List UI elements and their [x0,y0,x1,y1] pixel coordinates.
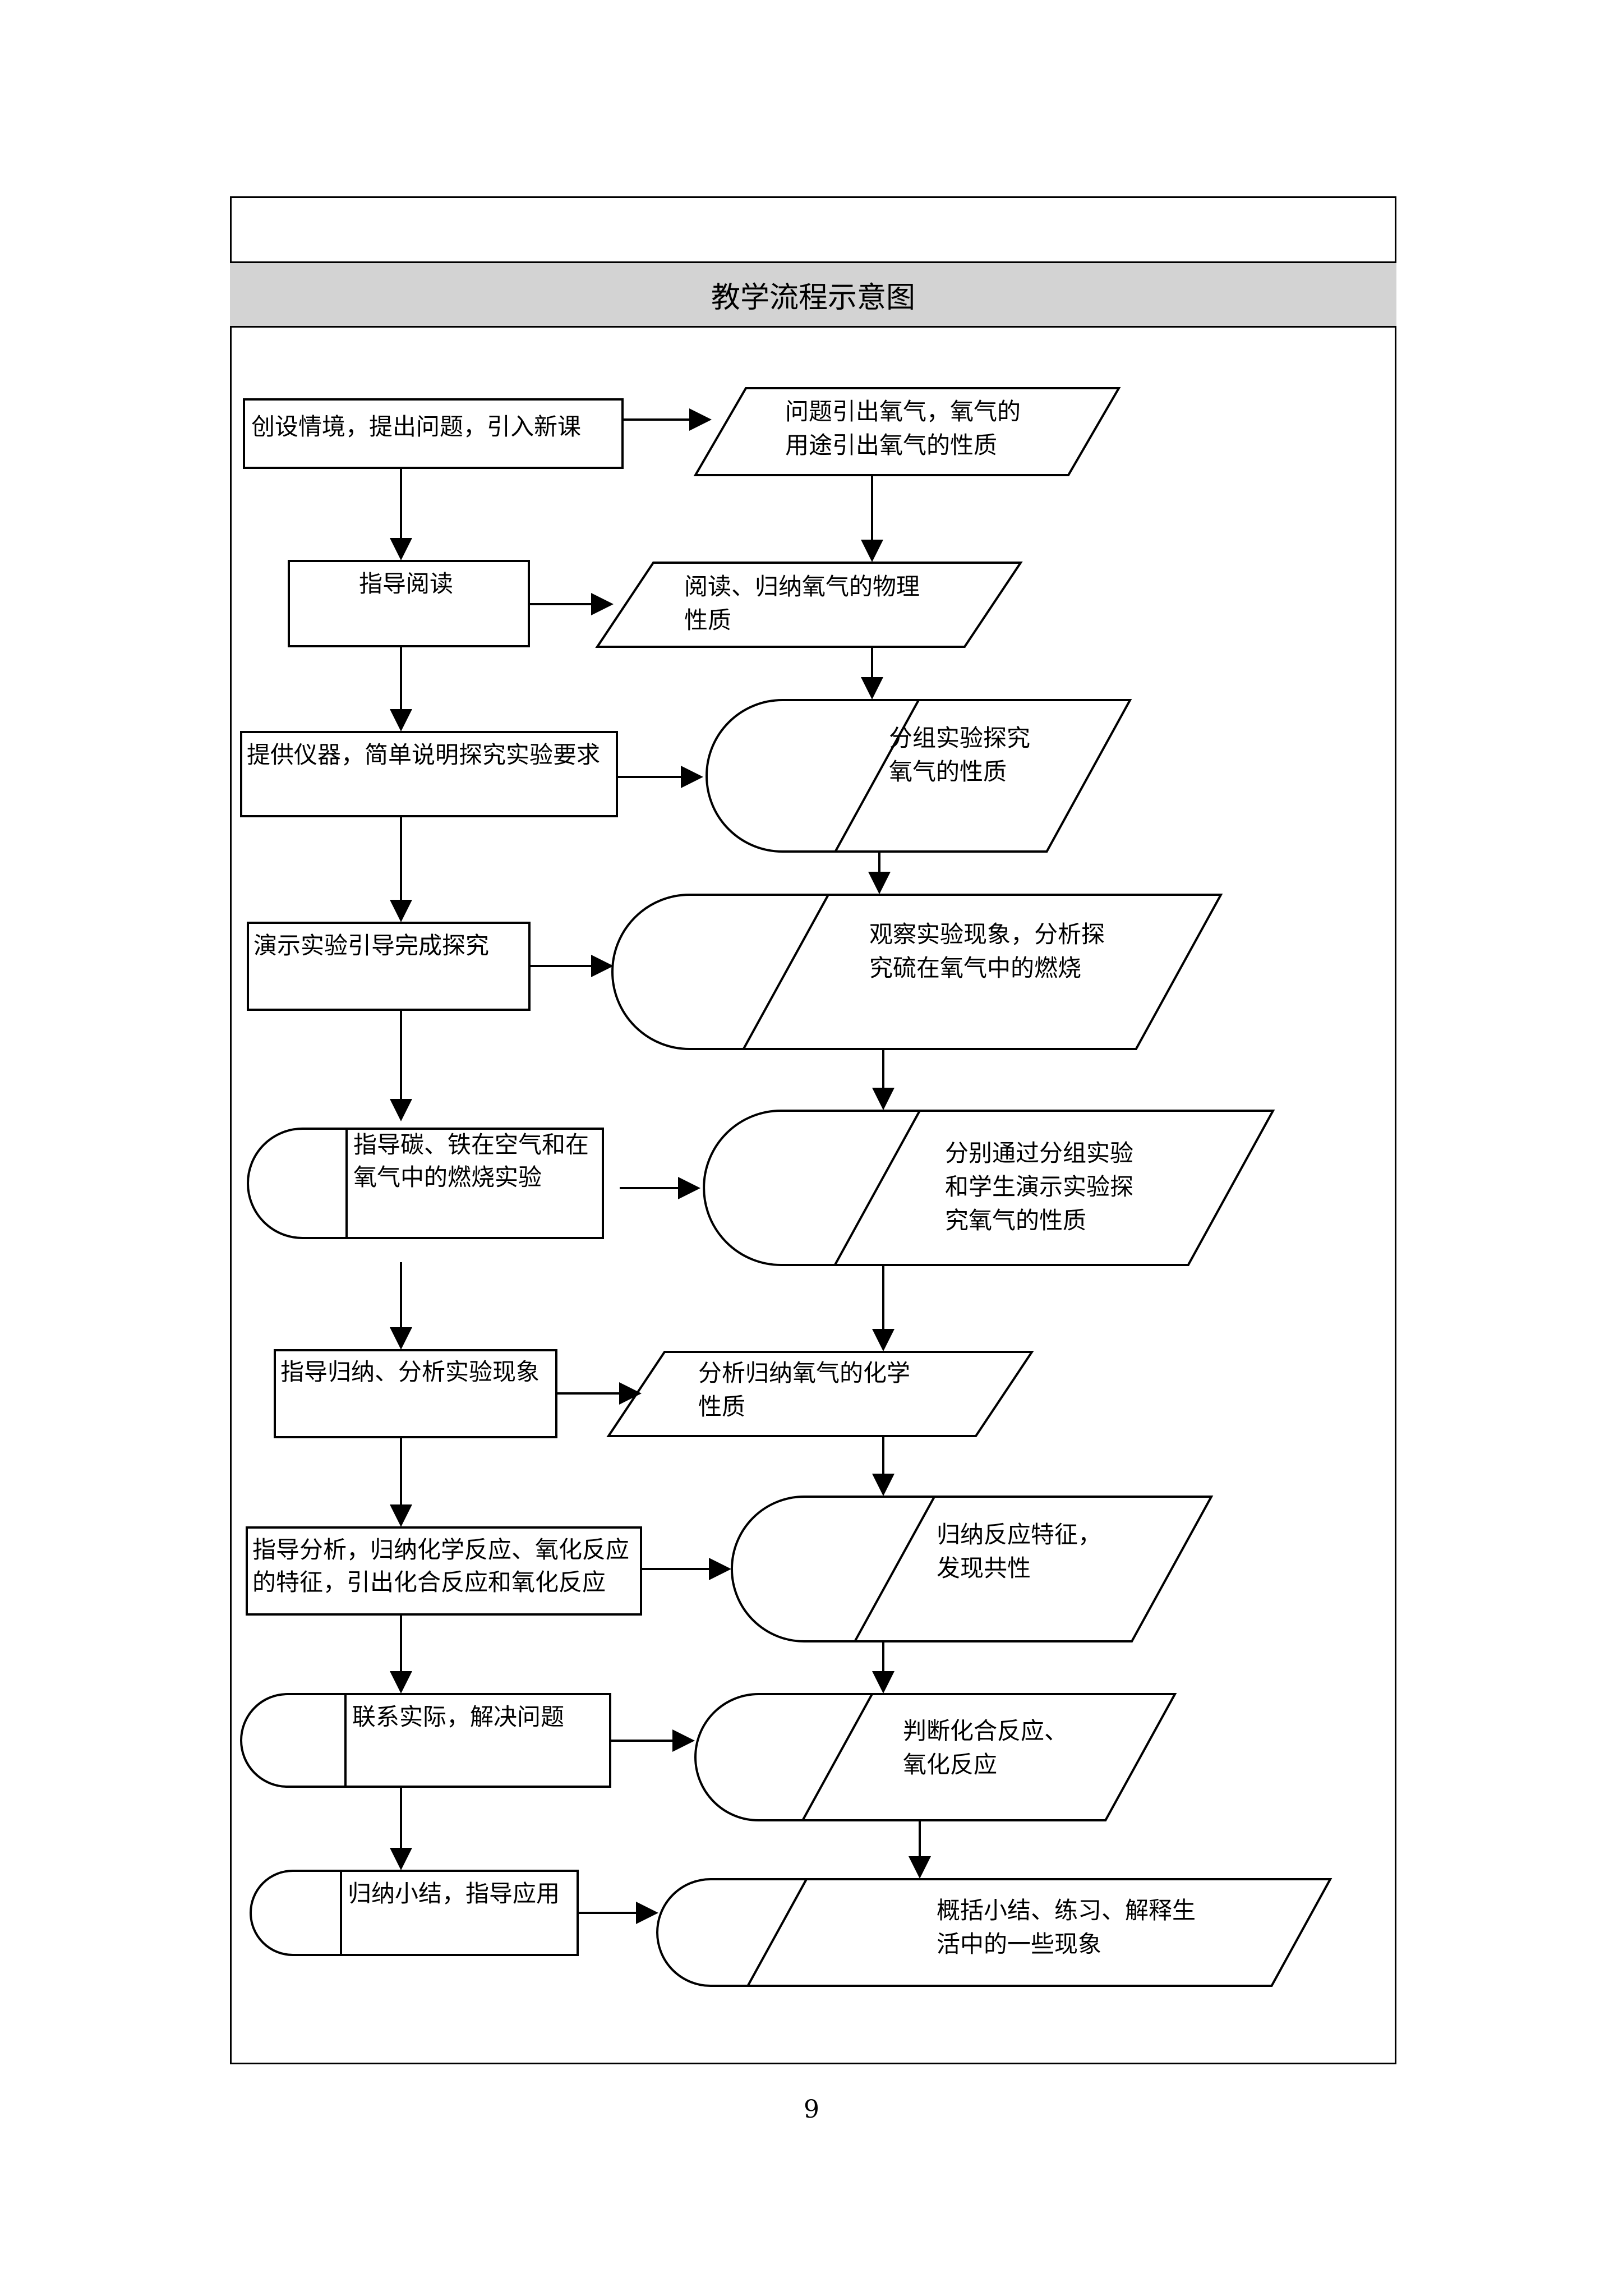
student-step-8-label: 判断化合反应、氧化反应 [903,1717,1068,1778]
student-step-8-divider [801,1694,873,1821]
teacher-step-3-label: 提供仪器，简单说明探究实验要求 [247,741,600,769]
teacher-step-2-label: 指导阅读 [359,570,453,597]
teacher-step-8-label: 联系实际，解决问题 [352,1703,564,1731]
student-step-9-label: 概括小结、练习、解释生活中的一些现象 [937,1897,1196,1958]
student-step-5-label: 分别通过分组实验和学生演示实验探究氧气的性质 [945,1139,1133,1234]
student-step-7-label: 归纳反应特征，发现共性 [937,1521,1101,1582]
teacher-step-9-box [250,1870,579,1956]
student-step-3-box [706,699,1132,853]
teacher-step-4-label: 演示实验引导完成探究 [253,932,489,959]
student-step-7-divider [854,1496,935,1642]
student-step-1-box [693,387,1121,476]
student-step-9-divider [746,1879,808,1986]
page-number: 9 [804,2095,819,2124]
teacher-step-5-label: 指导碳、铁在空气和在氧气中的燃烧实验 [353,1131,589,1191]
student-step-3-divider [834,700,920,852]
student-step-5-box [703,1110,1275,1266]
table-frame [230,196,1396,2064]
teacher-step-1-label: 创设情境，提出问题，引入新课 [251,413,581,440]
student-step-8-box [694,1693,1177,1821]
teacher-step-1-box [243,398,624,469]
student-step-2-label: 阅读、归纳氧气的物理性质 [684,573,920,634]
student-step-2-box [595,562,1023,648]
teacher-step-5-box [247,1128,604,1239]
student-step-6-box [606,1351,1034,1437]
student-step-6-label: 分析归纳氧气的化学性质 [698,1359,910,1420]
teacher-step-3-box [240,731,618,817]
teacher-step-7-box [246,1526,642,1616]
teacher-step-6-label: 指导归纳、分析实验现象 [280,1358,540,1386]
student-step-9-box [656,1878,1332,1987]
student-step-4-label: 观察实验现象，分析探究硫在氧气中的燃烧 [869,921,1105,982]
teacher-step-9-label: 归纳小结，指导应用 [348,1880,560,1907]
student-step-3-label: 分组实验探究氧气的性质 [889,724,1030,785]
teacher-step-7-label: 指导分析，归纳化学反应、氧化反应的特征，引出化合反应和氧化反应 [252,1536,629,1596]
teacher-step-8-box [240,1693,611,1788]
diagram-title: 教学流程示意图 [711,280,915,315]
student-step-7-box [731,1496,1214,1642]
teacher-step-2-box [288,560,530,647]
student-step-4-divider [742,894,829,1050]
student-step-5-divider [833,1110,921,1266]
student-step-1-label: 问题引出氧气，氧气的用途引出氧气的性质 [785,398,1021,459]
diagram-title-band: 教学流程示意图 [230,261,1396,328]
